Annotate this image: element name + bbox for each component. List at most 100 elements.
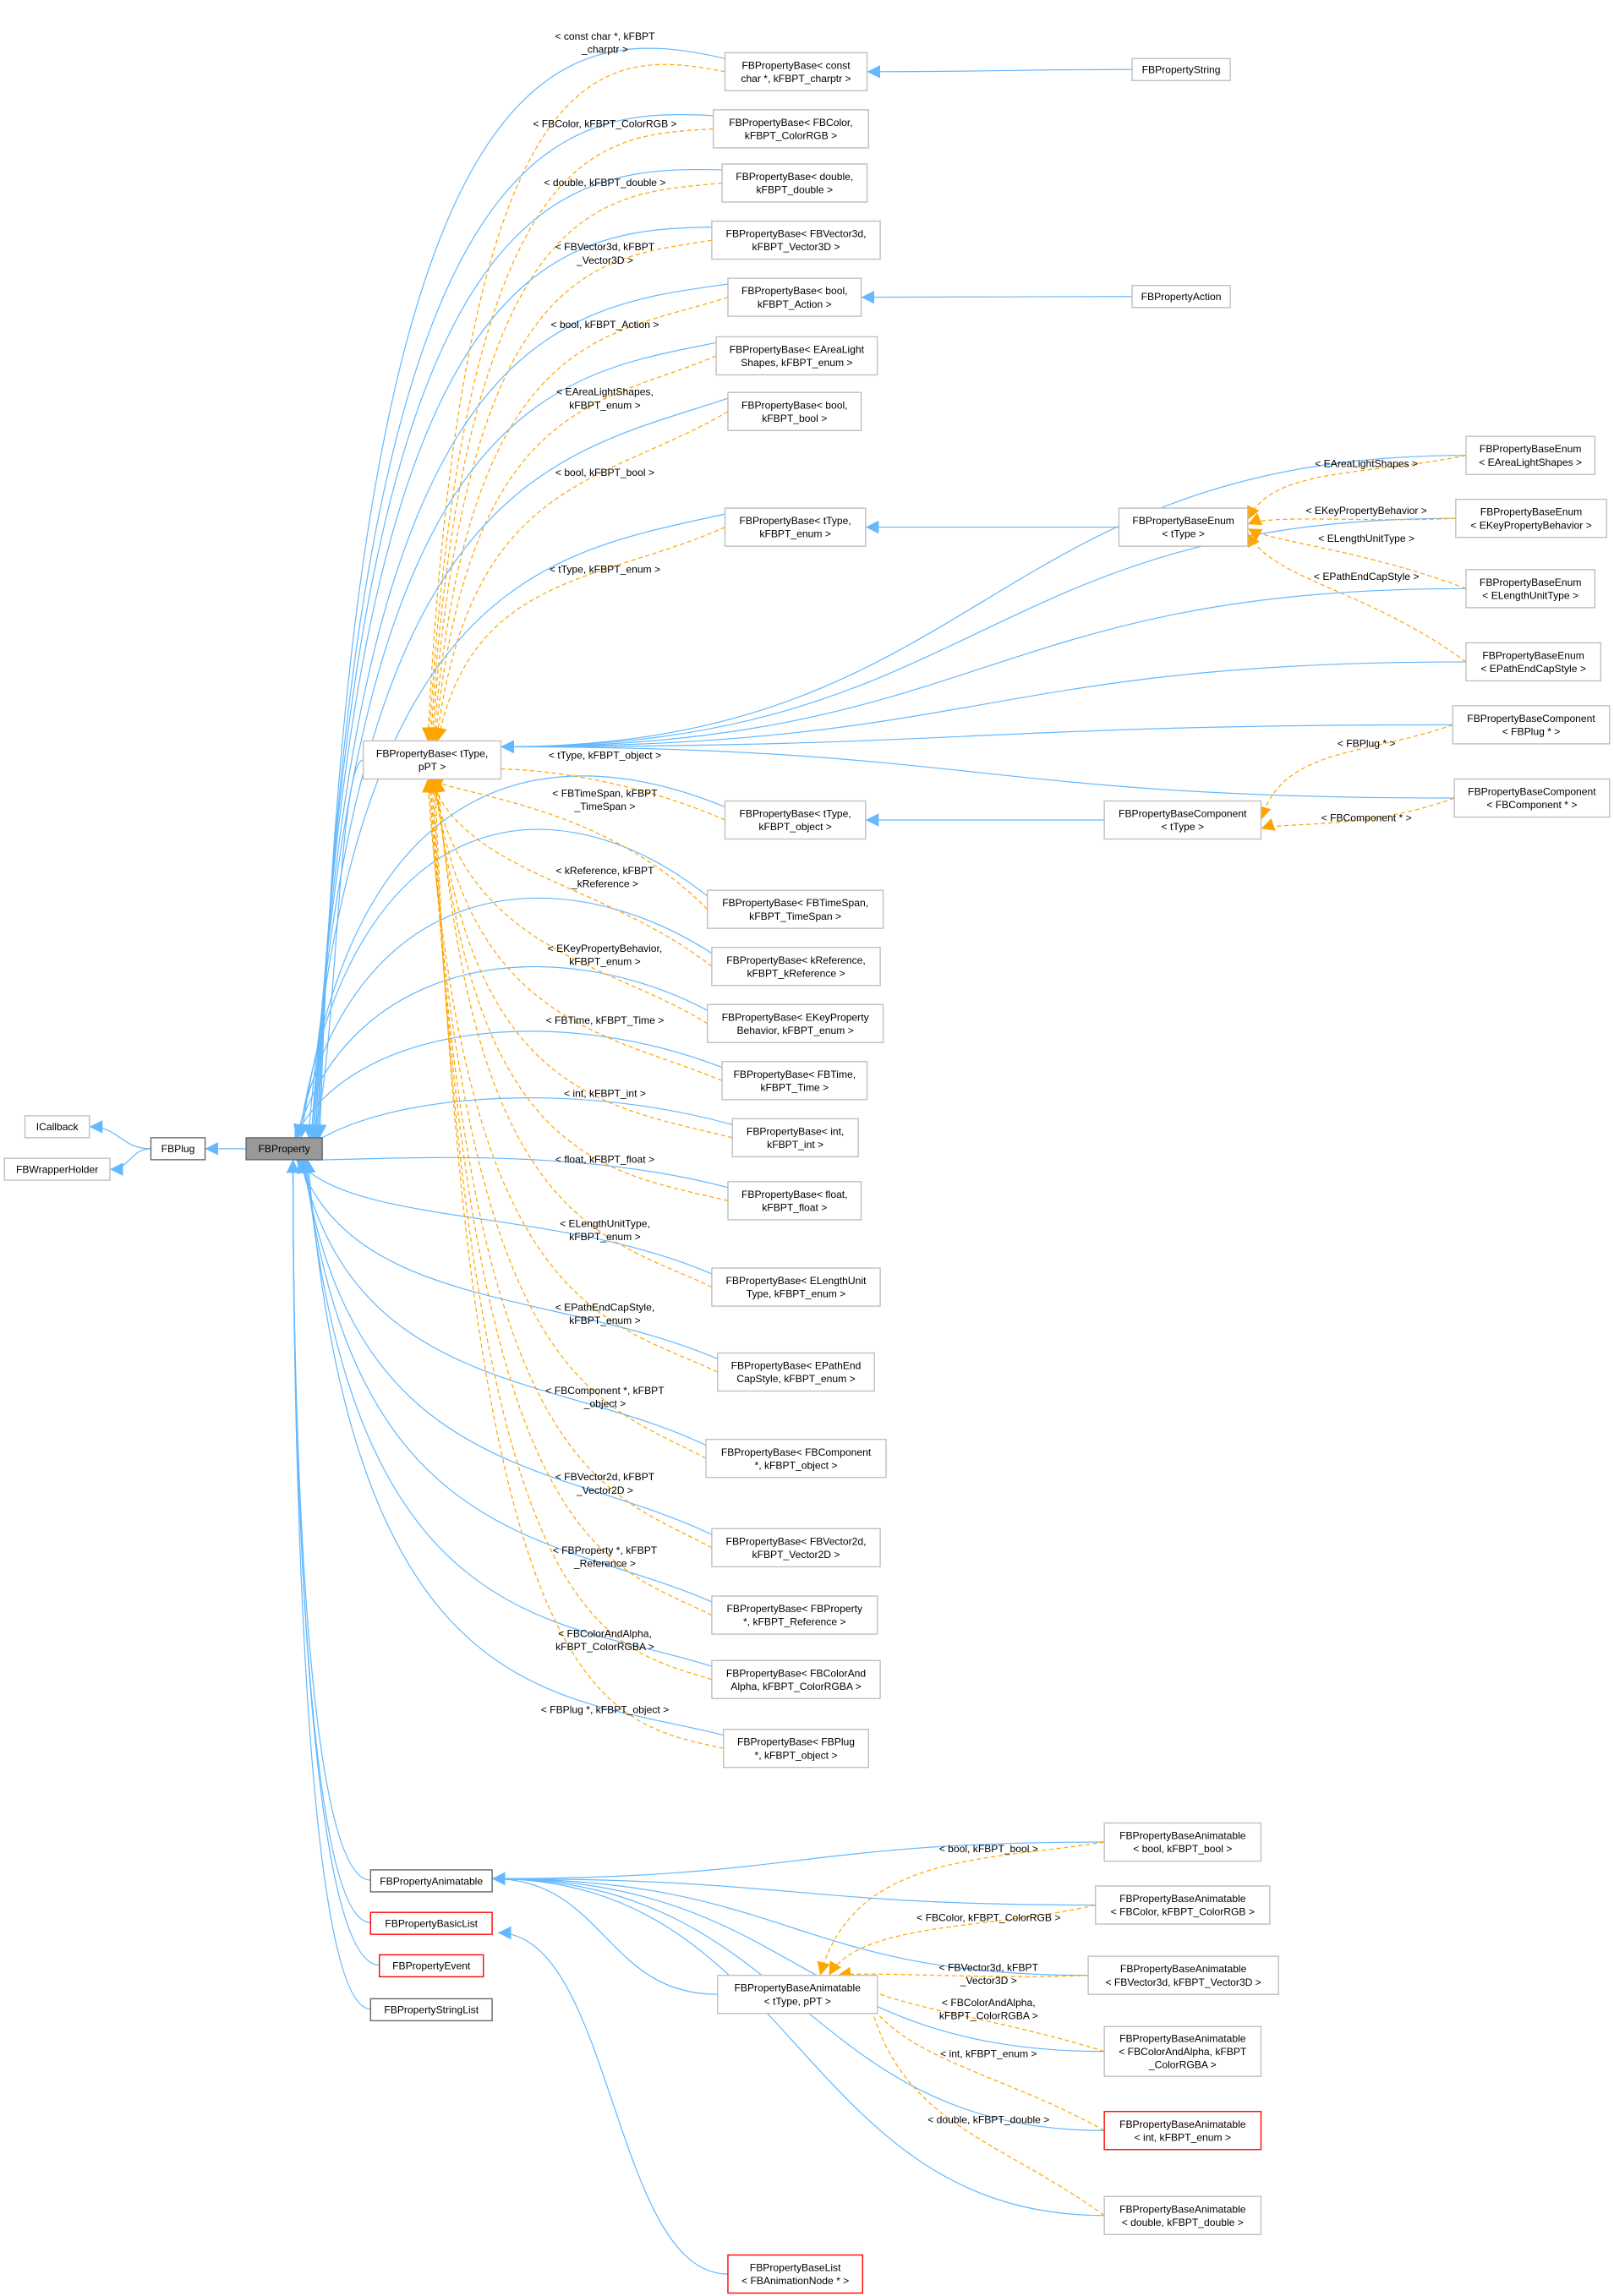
- class-node-comp-comp[interactable]: FBPropertyBaseComponent< FBComponent * >: [1453, 778, 1611, 818]
- class-node-b-double[interactable]: FBPropertyBase< double,kFBPT_double >: [721, 163, 868, 203]
- node-label: FBPropertyBase< FBProperty: [727, 1603, 863, 1615]
- template-edge: [1247, 533, 1467, 663]
- class-node-base-ttype[interactable]: FBPropertyBase< tType,pPT >: [362, 740, 502, 780]
- class-node-b-vec2[interactable]: FBPropertyBase< FBVector2d,kFBPT_Vector2…: [711, 1528, 881, 1568]
- class-node-b-action[interactable]: FBPropertyBase< bool,kFBPT_Action >: [727, 277, 862, 317]
- node-label: < ELengthUnitType >: [1482, 589, 1578, 601]
- class-node-b-rgba[interactable]: FBPropertyBase< FBColorAndAlpha, kFBPT_C…: [711, 1659, 881, 1699]
- node-box: [711, 1659, 881, 1699]
- node-label: FBPropertyString: [1142, 64, 1221, 76]
- node-box: [727, 391, 862, 431]
- class-node-b-plug[interactable]: FBPropertyBase< FBPlug*, kFBPT_object >: [723, 1728, 869, 1768]
- edge-label-line: < EPathEndCapStyle >: [1314, 571, 1420, 582]
- class-node-enum-ekey[interactable]: FBPropertyBaseEnum< EKeyPropertyBehavior…: [1455, 498, 1607, 538]
- class-node-animatable[interactable]: FBPropertyAnimatable: [369, 1869, 493, 1893]
- node-box: [1453, 778, 1611, 818]
- edge-label-line: _TimeSpan >: [574, 801, 636, 812]
- node-box: [1103, 800, 1262, 840]
- class-node-p-action[interactable]: FBPropertyAction: [1131, 285, 1231, 309]
- edge-label-line: kFBPT_enum >: [569, 1231, 640, 1243]
- class-node-anim-int[interactable]: FBPropertyBaseAnimatable< int, kFBPT_enu…: [1103, 2111, 1262, 2151]
- class-node-b-comp[interactable]: FBPropertyBase< FBComponent*, kFBPT_obje…: [705, 1439, 887, 1479]
- edge-label: < ELengthUnitType >: [1318, 533, 1414, 544]
- class-node-b-tenum[interactable]: FBPropertyBase< tType,kFBPT_enum >: [724, 507, 867, 547]
- inheritance-edge: [308, 283, 729, 1138]
- inheritance-edge: [492, 1872, 1105, 2217]
- node-label: FBPropertyBase< ELengthUnit: [726, 1275, 867, 1287]
- class-node-anim-vec3[interactable]: FBPropertyBaseAnimatable< FBVector3d, kF…: [1087, 1955, 1279, 1995]
- node-box: [369, 1869, 493, 1893]
- class-node-b-kref[interactable]: FBPropertyBase< kReference,kFBPT_kRefere…: [711, 947, 881, 987]
- class-node-anim-bool[interactable]: FBPropertyBaseAnimatable< bool, kFBPT_bo…: [1103, 1822, 1262, 1862]
- class-node-p-string[interactable]: FBPropertyString: [1131, 57, 1231, 81]
- node-box: [1131, 285, 1231, 309]
- edge-label-line: < double, kFBPT_double >: [544, 177, 665, 189]
- class-node-wrapper[interactable]: FBWrapperHolder: [3, 1157, 111, 1181]
- class-node-enum-epath[interactable]: FBPropertyBaseEnum< EPathEndCapStyle >: [1465, 642, 1602, 682]
- template-edge: [422, 779, 719, 1373]
- class-node-anim-rgba[interactable]: FBPropertyBaseAnimatable< FBColorAndAlph…: [1103, 2025, 1262, 2077]
- node-label: FBPropertyAnimatable: [380, 1875, 483, 1887]
- class-node-icallback[interactable]: ICallback: [24, 1115, 90, 1139]
- node-label: FBPropertyBaseComponent: [1119, 808, 1247, 820]
- class-node-b-time[interactable]: FBPropertyBase< FBTime,kFBPT_Time >: [721, 1061, 868, 1101]
- class-node-comp-t[interactable]: FBPropertyBaseComponent< tType >: [1103, 800, 1262, 840]
- node-label: kFBPT_TimeSpan >: [749, 910, 841, 922]
- node-label: pPT >: [419, 761, 446, 773]
- node-box: [1452, 705, 1611, 745]
- inheritance-edge: [302, 1159, 724, 1736]
- node-label: < FBPlug * >: [1502, 726, 1561, 738]
- class-node-b-int[interactable]: FBPropertyBase< int,kFBPT_int >: [731, 1118, 859, 1158]
- class-node-b-vec3[interactable]: FBPropertyBase< FBVector3d,kFBPT_Vector3…: [711, 220, 881, 260]
- inheritance-edge: [867, 65, 1133, 79]
- class-node-fbplug[interactable]: FBPlug: [150, 1137, 206, 1161]
- class-node-stringlist[interactable]: FBPropertyStringList: [369, 1998, 493, 2022]
- class-node-b-prop[interactable]: FBPropertyBase< FBProperty*, kFBPT_Refer…: [711, 1595, 878, 1635]
- edge-label: < FBVector3d, kFBPT_Vector3D >: [939, 1961, 1039, 1987]
- edge-labels-layer: < const char *, kFBPT_charptr >< FBColor…: [533, 30, 1427, 2126]
- node-label: FBPropertyBaseEnum: [1482, 649, 1584, 661]
- class-node-enum-t[interactable]: FBPropertyBaseEnum< tType >: [1118, 507, 1249, 547]
- class-node-list-anim[interactable]: FBPropertyBaseList< FBAnimationNode * >: [727, 2254, 864, 2294]
- node-label: < tType >: [1162, 528, 1205, 540]
- edge-label-line: < tType, kFBPT_enum >: [550, 563, 660, 575]
- class-node-b-tobj[interactable]: FBPropertyBase< tType,kFBPT_object >: [724, 800, 867, 840]
- class-node-b-float[interactable]: FBPropertyBase< float,kFBPT_float >: [727, 1181, 862, 1221]
- edge-label-line: < FBColorAndAlpha,: [942, 1997, 1036, 2009]
- class-node-anim-double[interactable]: FBPropertyBaseAnimatable< double, kFBPT_…: [1103, 2195, 1262, 2235]
- node-label: *, kFBPT_object >: [755, 1459, 838, 1471]
- template-edge: [430, 779, 729, 1201]
- class-node-anim-color[interactable]: FBPropertyBaseAnimatable< FBColor, kFBPT…: [1095, 1885, 1271, 1925]
- class-node-fbproperty[interactable]: FBProperty: [245, 1137, 323, 1161]
- class-node-b-color[interactable]: FBPropertyBase< FBColor,kFBPT_ColorRGB >: [712, 109, 869, 149]
- edge-label-line: < FBTime, kFBPT_Time >: [546, 1014, 665, 1026]
- class-node-event[interactable]: FBPropertyEvent: [379, 1954, 484, 1978]
- class-node-b-elen[interactable]: FBPropertyBase< ELengthUnitType, kFBPT_e…: [711, 1267, 881, 1307]
- class-node-comp-plug[interactable]: FBPropertyBaseComponent< FBPlug * >: [1452, 705, 1611, 745]
- node-label: FBProperty: [259, 1143, 311, 1155]
- inheritance-edge: [286, 1159, 371, 2010]
- edge-label-line: kFBPT_ColorRGBA >: [555, 1641, 654, 1653]
- inheritance-edge: [297, 1159, 707, 1446]
- node-label: FBPropertyBaseAnimatable: [1119, 1893, 1246, 1905]
- class-node-b-timespan[interactable]: FBPropertyBase< FBTimeSpan,kFBPT_TimeSpa…: [707, 889, 884, 929]
- edge-label-line: < const char *, kFBPT: [555, 30, 655, 42]
- class-node-b-epath[interactable]: FBPropertyBase< EPathEndCapStyle, kFBPT_…: [717, 1352, 875, 1392]
- class-node-b-area[interactable]: FBPropertyBase< EAreaLightShapes, kFBPT_…: [715, 336, 878, 376]
- class-node-b-bool[interactable]: FBPropertyBase< bool,kFBPT_bool >: [727, 391, 862, 431]
- node-box: [727, 1181, 862, 1221]
- edge-label-line: < EAreaLightShapes,: [556, 386, 654, 398]
- edge-label: < kReference, kFBPT_kReference >: [555, 865, 654, 890]
- class-node-enum-elen[interactable]: FBPropertyBaseEnum< ELengthUnitType >: [1465, 569, 1596, 609]
- node-box: [1465, 642, 1602, 682]
- node-label: FBPropertyBaseComponent: [1468, 786, 1596, 798]
- class-node-enum-area[interactable]: FBPropertyBaseEnum< EAreaLightShapes >: [1465, 435, 1596, 475]
- class-node-basiclist[interactable]: FBPropertyBasicList: [369, 1911, 493, 1935]
- node-label: FBPropertyBase< FBTimeSpan,: [722, 897, 868, 909]
- node-label: FBPropertyBase< EKeyProperty: [722, 1011, 870, 1023]
- class-node-b-ekey[interactable]: FBPropertyBase< EKeyPropertyBehavior, kF…: [707, 1003, 884, 1043]
- node-label: FBPropertyBaseEnum: [1480, 506, 1582, 518]
- class-node-anim-t[interactable]: FBPropertyBaseAnimatable< tType, pPT >: [717, 1974, 878, 2014]
- node-box: [712, 109, 869, 149]
